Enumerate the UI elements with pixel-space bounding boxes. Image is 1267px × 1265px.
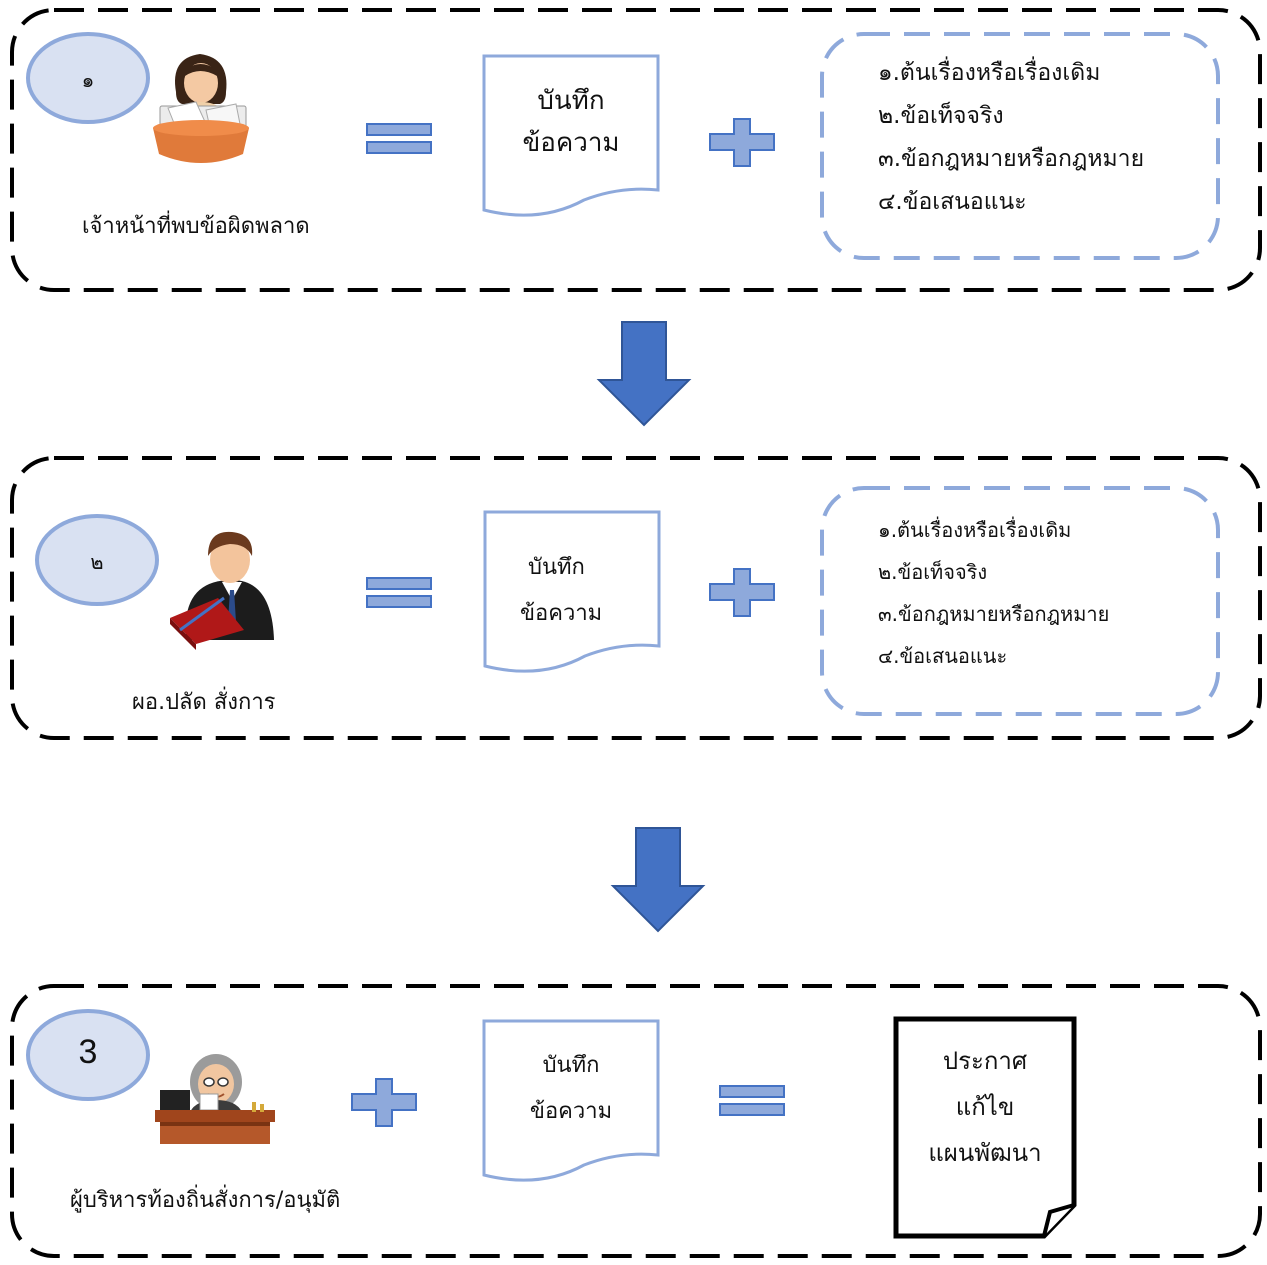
plus-icon: [709, 118, 775, 167]
list-item: ๒.ข้อเท็จจริง: [878, 560, 988, 584]
list-item: ๔.ข้อเสนอแนะ: [878, 189, 1027, 215]
list-item: ๒.ข้อเท็จจริง: [878, 103, 1004, 129]
list-item: ๔.ข้อเสนอแนะ: [878, 644, 1008, 668]
step-3-container: [10, 984, 1262, 1258]
step-1-list: ๑.ต้นเรื่องหรือเรื่องเดิม ๒.ข้อเท็จจริง …: [878, 52, 1144, 224]
announcement-line: แผนพัฒนา: [928, 1139, 1042, 1167]
memo-line: บันทึก: [528, 555, 585, 580]
step-1-caption: เจ้าหน้าที่พบข้อผิดพลาด: [82, 214, 310, 239]
equals-icon: [366, 123, 432, 154]
step-3-memo-text: บันทึก ข้อความ: [484, 1043, 658, 1135]
announcement-text: ประกาศ แก้ไข แผนพัฒนา: [896, 1038, 1074, 1176]
step-2-caption: ผอ.ปลัด สั่งการ: [132, 690, 276, 715]
memo-line: บันทึก: [537, 86, 605, 116]
male-officer-icon: [170, 531, 274, 650]
list-item: ๓.ข้อกฎหมายหรือกฎหมาย: [878, 146, 1145, 172]
document-icon: [482, 54, 660, 217]
step-1-memo-text: บันทึก ข้อความ: [484, 80, 658, 164]
list-item: ๑.ต้นเรื่องหรือเรื่องเดิม: [878, 518, 1072, 542]
plus-icon: [709, 568, 775, 617]
step-1-badge-label: ๑: [81, 68, 95, 92]
memo-line: ข้อความ: [520, 601, 603, 626]
step-1-badge: [26, 32, 150, 124]
list-item: ๑.ต้นเรื่องหรือเรื่องเดิม: [878, 60, 1101, 86]
female-officer-icon: [153, 54, 249, 163]
step-3-badge: [26, 1009, 150, 1101]
step-2-list-box: [820, 486, 1220, 716]
memo-line: บันทึก: [542, 1053, 600, 1078]
step-3-badge-label: 3: [78, 1033, 98, 1071]
list-item: ๓.ข้อกฎหมายหรือกฎหมาย: [878, 602, 1110, 626]
step-2-list: ๑.ต้นเรื่องหรือเรื่องเดิม ๒.ข้อเท็จจริง …: [878, 509, 1109, 677]
memo-line: ข้อความ: [529, 1099, 613, 1124]
step-2-memo-text: บันทึก ข้อความ: [520, 545, 602, 637]
announcement-document-icon: [893, 1016, 1077, 1239]
step-1-container: [10, 8, 1262, 292]
step-2-badge-label: ๒: [90, 550, 104, 574]
equals-icon: [719, 1085, 785, 1116]
announcement-line: แก้ไข: [955, 1093, 1015, 1121]
step-2-container: [10, 456, 1262, 740]
step-1-list-box: [820, 32, 1220, 260]
step-2-badge: [35, 514, 159, 606]
arrow-down-icon: [610, 827, 706, 933]
arrow-down-icon: [596, 321, 692, 427]
plus-icon: [351, 1078, 417, 1127]
document-icon: [483, 510, 661, 673]
step-3-caption: ผู้บริหารท้องถิ่นสั่งการ/อนุมัติ: [70, 1188, 341, 1213]
memo-line: ข้อความ: [522, 128, 620, 158]
document-icon: [482, 1019, 660, 1182]
equals-icon: [366, 577, 432, 608]
announcement-line: ประกาศ: [942, 1047, 1028, 1075]
executive-desk-icon: [155, 1054, 275, 1144]
